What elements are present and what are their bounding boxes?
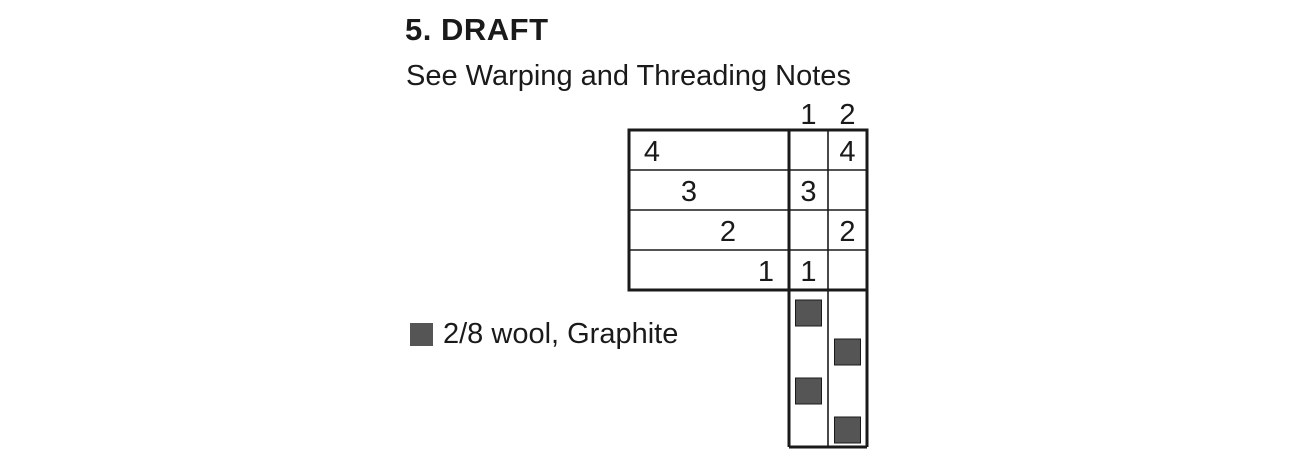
- tieup-number: 3: [800, 176, 816, 208]
- tieup-number: 4: [839, 136, 855, 168]
- draft-subtitle: See Warping and Threading Notes: [406, 60, 851, 92]
- tieup-column-header: 1: [800, 99, 816, 131]
- treadling-square: [834, 416, 861, 444]
- threading-number: 2: [720, 216, 736, 248]
- threading-number: 3: [681, 176, 697, 208]
- legend-swatch-icon: [410, 323, 433, 346]
- threading-number: 1: [758, 256, 774, 288]
- legend-label: 2/8 wool, Graphite: [443, 318, 679, 350]
- legend: 2/8 wool, Graphite: [410, 318, 678, 351]
- draft-title: 5. DRAFT: [405, 12, 549, 47]
- draft-grid-lines: [627, 128, 869, 449]
- treadling-square: [834, 338, 861, 366]
- treadling-marks: [795, 299, 861, 444]
- treadling-square: [795, 377, 822, 405]
- tieup-column-header: 2: [839, 99, 855, 131]
- tieup-number: 2: [839, 216, 855, 248]
- treadling-square: [795, 299, 822, 327]
- tieup-number: 1: [800, 256, 816, 288]
- threading-number: 4: [644, 136, 660, 168]
